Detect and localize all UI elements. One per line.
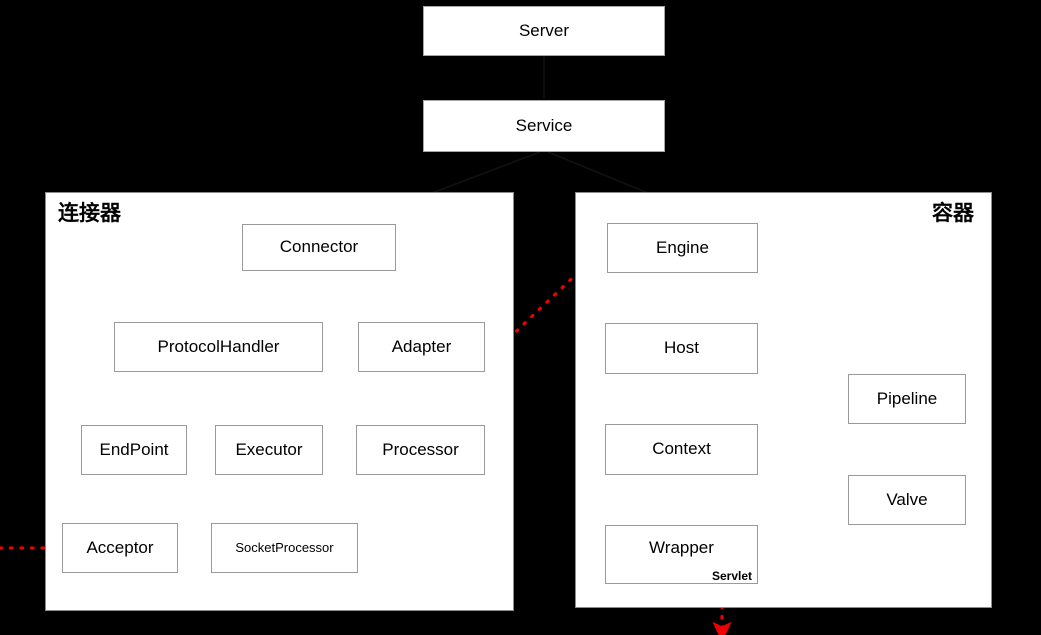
node-protocolhandler-label: ProtocolHandler [157, 336, 280, 356]
node-wrapper[interactable]: Wrapper Servlet [605, 525, 758, 584]
node-adapter-label: Adapter [391, 336, 452, 356]
node-adapter[interactable]: Adapter [358, 322, 485, 372]
node-host[interactable]: Host [605, 323, 758, 374]
node-context-label: Context [652, 439, 711, 459]
node-pipeline-label: Pipeline [876, 388, 938, 408]
node-service[interactable]: Service [423, 100, 665, 152]
node-executor[interactable]: Executor [215, 425, 323, 475]
node-host-label: Host [664, 338, 699, 358]
node-valve[interactable]: Valve [848, 475, 966, 525]
node-acceptor-label: Acceptor [86, 537, 154, 557]
node-server[interactable]: Server [423, 6, 665, 56]
node-executor-label: Executor [235, 439, 303, 459]
node-connector[interactable]: Connector [242, 224, 396, 271]
node-service-label: Service [515, 115, 573, 135]
node-valve-label: Valve [886, 489, 928, 509]
node-processor-label: Processor [382, 439, 459, 459]
node-socketprocessor-label: SocketProcessor [235, 539, 334, 555]
node-engine-label: Engine [656, 237, 709, 257]
node-wrapper-sublabel: Servlet [711, 569, 752, 583]
node-connector-label: Connector [279, 237, 359, 257]
node-wrapper-label: Wrapper [649, 538, 714, 558]
node-endpoint-label: EndPoint [99, 439, 169, 459]
node-protocolhandler[interactable]: ProtocolHandler [114, 322, 323, 372]
node-server-label: Server [518, 20, 570, 40]
node-engine[interactable]: Engine [607, 223, 758, 273]
connector-panel-label: 连接器 [58, 202, 121, 225]
node-context[interactable]: Context [605, 424, 758, 475]
node-processor[interactable]: Processor [356, 425, 485, 475]
line-service-container-panel [547, 151, 649, 194]
line-service-connector-panel [431, 151, 541, 194]
node-acceptor[interactable]: Acceptor [62, 523, 178, 573]
node-socketprocessor[interactable]: SocketProcessor [211, 523, 358, 573]
node-pipeline[interactable]: Pipeline [848, 374, 966, 424]
container-panel-label: 容器 [932, 202, 974, 225]
node-endpoint[interactable]: EndPoint [81, 425, 187, 475]
